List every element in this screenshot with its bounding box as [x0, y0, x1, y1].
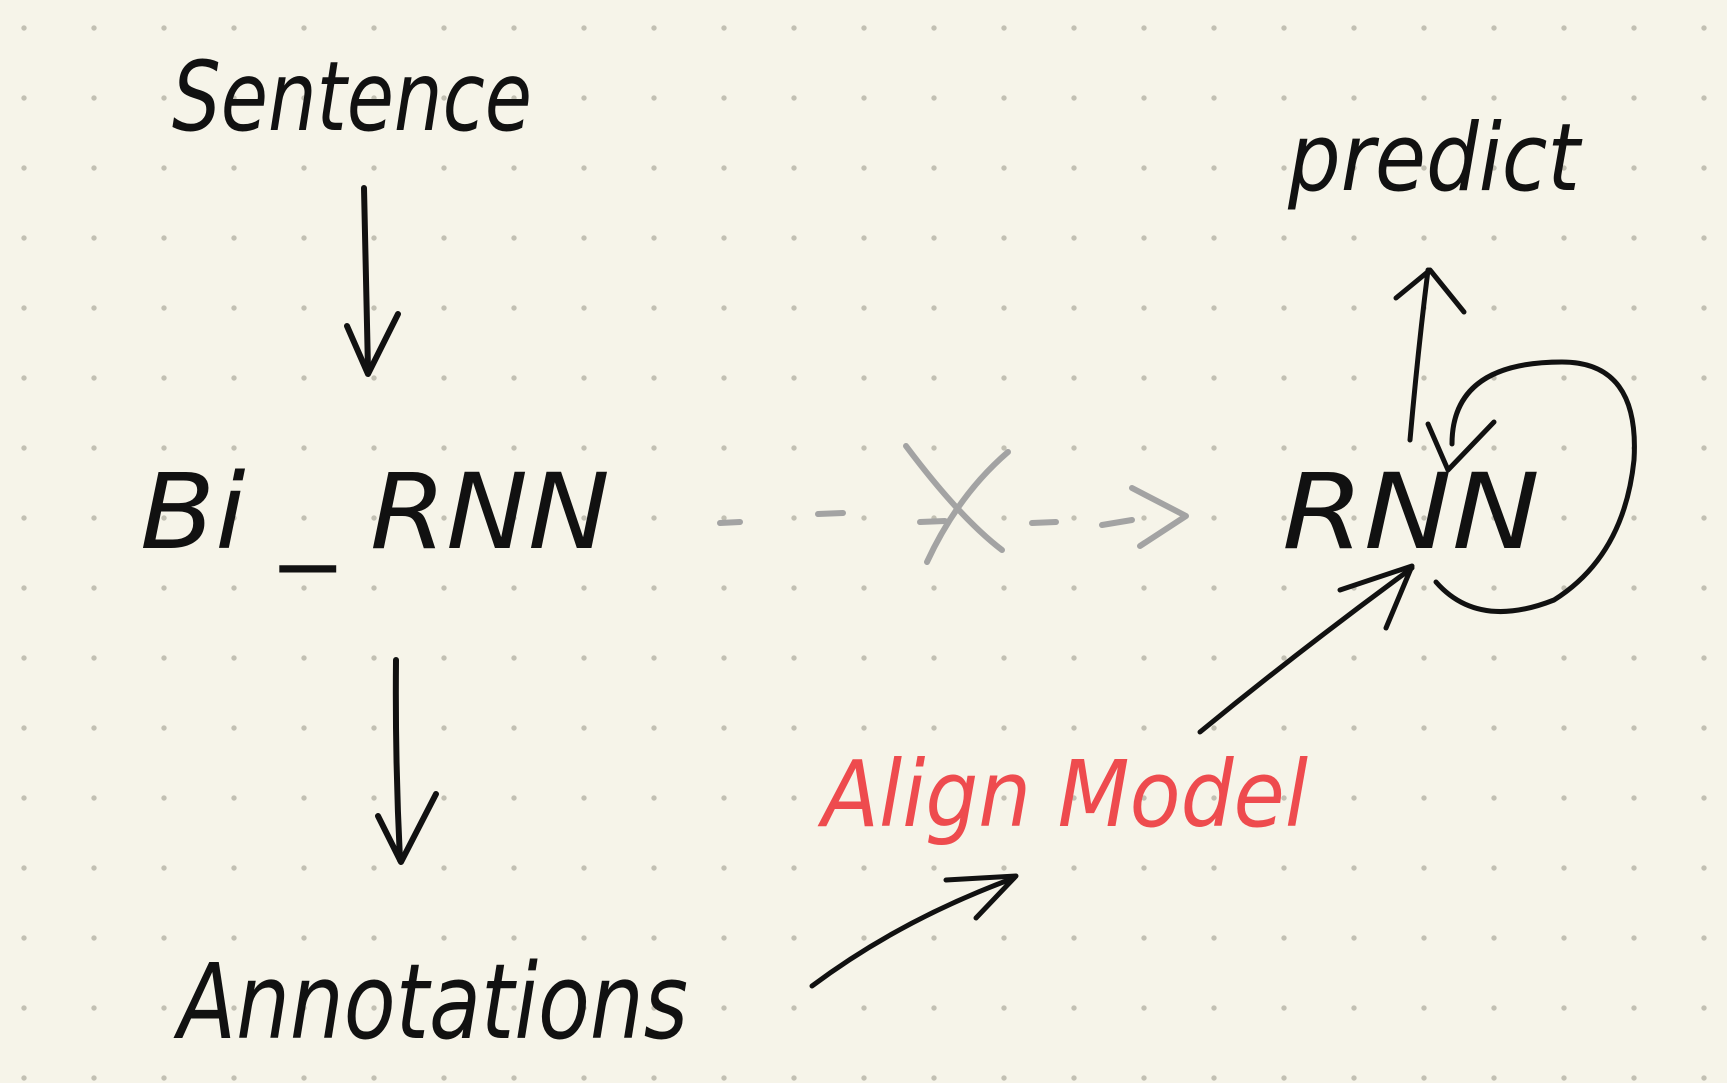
predict-label: predict — [1287, 104, 1583, 213]
rnn-self-loop-arrow — [1425, 359, 1637, 614]
arrow-sentence-to-birnn — [344, 185, 401, 377]
arrow-rnn-to-predict — [1393, 267, 1467, 443]
cross-mark-icon — [903, 443, 1005, 553]
align-model-label: Align Model — [817, 741, 1308, 848]
crossed-out-dashed-arrow — [717, 443, 1189, 565]
birnn-label: Bi _ RNN — [140, 451, 610, 573]
arrow-annotations-to-align-model — [809, 873, 1019, 989]
sentence-label: Sentence — [172, 41, 532, 153]
arrow-birnn-to-annotations — [375, 657, 439, 865]
annotations-label: Annotations — [173, 941, 688, 1063]
arrow-align-model-to-rnn — [1197, 563, 1415, 735]
rnn-label: RNN — [1282, 451, 1540, 573]
